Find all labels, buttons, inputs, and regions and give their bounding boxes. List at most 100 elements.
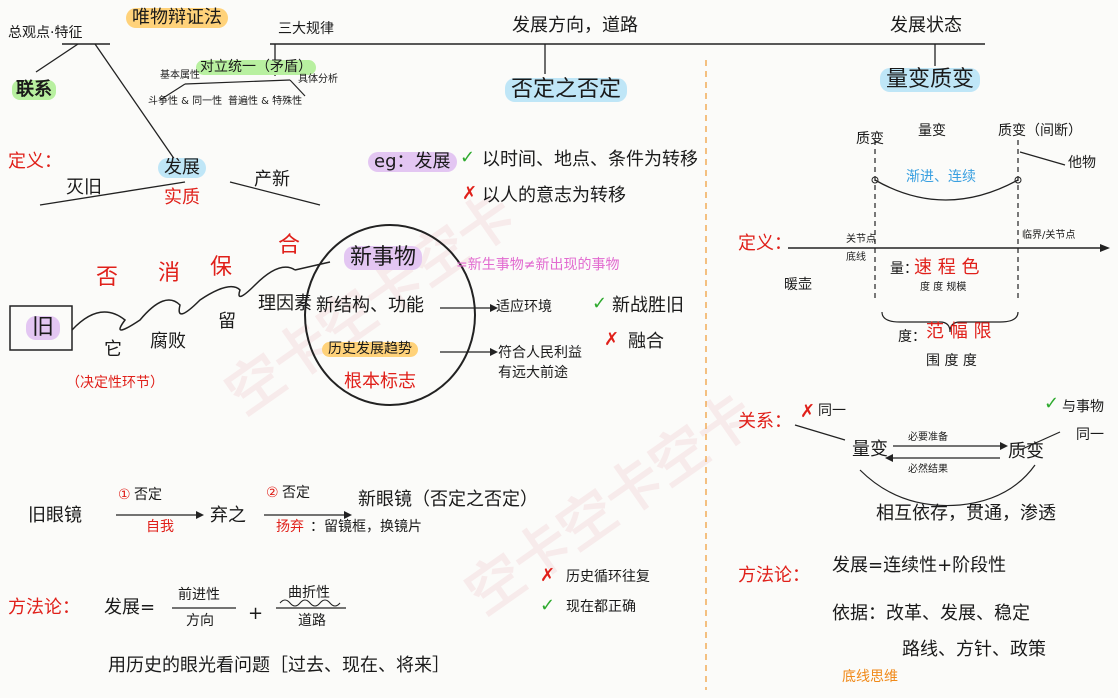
plus-sign: + [248, 603, 264, 624]
method-label-right: 方法论： [738, 565, 810, 586]
page-title: 唯物辩证法 [126, 8, 228, 28]
xianghu-label: 相互依存，贯通，渗透 [876, 503, 1056, 524]
below-label-1: 它 [104, 339, 122, 360]
yiju-label: 依据：改革、发展、稳定 [832, 603, 1030, 624]
jianjin-label: 渐进、连续 [906, 169, 976, 185]
frac1-top: 前进性 [178, 587, 220, 603]
zhibian-3: 质变 [1008, 441, 1044, 462]
history-label: 历史发展趋势 [322, 341, 418, 358]
dingyi-right: 定义： [738, 233, 792, 254]
liang-label: 量： [890, 261, 918, 277]
step1-under: 自我 [146, 519, 174, 535]
step1-circle: ① [118, 487, 131, 503]
below-label-1-note: （决定性环节） [66, 375, 164, 391]
duili-label: 对立统一（矛盾） [196, 59, 316, 76]
left-label: 总观点·特征 [8, 25, 83, 41]
duili-small-4: 具体分析 [298, 74, 338, 85]
root-label: 根本标志 [344, 371, 416, 392]
frac2-top: 曲折性 [288, 585, 330, 601]
check-text-3: 现在都正确 [566, 599, 636, 615]
three-laws-label: 三大规律 [278, 21, 334, 37]
frac2-bot: 道路 [298, 613, 326, 629]
abandon-label: 弃之 [210, 505, 246, 526]
du-red: 范 幅 限 [926, 321, 992, 342]
zhibian-1: 质变 [856, 131, 884, 147]
step2-under: 扬弃 [276, 519, 304, 535]
fazhan-label: 发展 [158, 158, 206, 178]
step1-label: 否定 [134, 487, 162, 503]
glasses-new: 新眼镜（否定之否定） [358, 489, 538, 510]
du-label: 度： [898, 329, 926, 345]
jiu-label: 灭旧 [66, 177, 102, 198]
guanjiandian-label: 关节点 [846, 234, 876, 245]
old-box-label: 旧 [26, 315, 61, 341]
liangbian-2: 量变 [918, 123, 946, 139]
check-mark-1: ✓ [460, 147, 476, 168]
du-sub: 围 度 度 [926, 353, 977, 369]
below-label-3: 留 [218, 311, 236, 332]
fouding-label: 否定之否定 [505, 77, 628, 103]
state-label: 发展状态 [890, 15, 962, 36]
tongyi-2: 同一 [1076, 427, 1104, 443]
check-text-4: 与事物 [1062, 399, 1104, 415]
guanxi-label: 关系： [738, 411, 792, 432]
cross-text-3: 历史循环往复 [566, 569, 650, 585]
duili-small-2: 斗争性 & 同一性 [148, 96, 223, 107]
method-eq: 发展=连续性+阶段性 [832, 555, 1007, 576]
cross-mark-2: ✗ [604, 329, 620, 350]
arrow-2b-label: 有远大前途 [498, 365, 568, 381]
liang-red: 速 程 色 [914, 257, 980, 278]
below-label-2: 腐败 [150, 331, 186, 352]
zhibian-2: 质变（间断） [998, 123, 1082, 139]
dev-eq-label: 发展= [104, 597, 156, 618]
cross-text-2: 融合 [628, 331, 664, 352]
liang-sub: 度 度 规模 [920, 282, 967, 293]
other-thing: 他物 [1068, 155, 1096, 171]
linjie-label: 临界/关节点 [1022, 230, 1076, 241]
check-mark-3: ✓ [540, 595, 556, 616]
cross-mark-4: ✗ [800, 401, 816, 422]
dingyi-label: 定义： [8, 151, 62, 172]
jieguo-label: 必然结果 [908, 464, 948, 475]
history-view: 用历史的眼光看问题［过去、现在、将来］ [108, 655, 450, 676]
zhunbei-label: 必要准备 [908, 432, 948, 443]
check-text-1: 以时间、地点、条件为转移 [482, 149, 698, 170]
method-label-left: 方法论： [8, 597, 80, 618]
glasses-old: 旧眼镜 [28, 505, 82, 526]
duili-small-1: 基本属性 [160, 70, 200, 81]
direction-label: 发展方向，道路 [512, 15, 638, 36]
new-thing-label: 新事物 [344, 245, 423, 271]
cross-text-1: 以人的意志为转移 [482, 185, 626, 206]
heater-label: 暖壶 [784, 277, 812, 293]
wave-label-4: 合 [278, 233, 301, 258]
cross-mark-1: ✗ [462, 183, 478, 204]
bottom-note: 底线思维 [842, 669, 898, 685]
step2-circle: ② [266, 485, 279, 501]
new-struct-label: 新结构、功能 [316, 295, 424, 316]
check-mark-4: ✓ [1044, 393, 1060, 414]
cross-mark-3: ✗ [540, 565, 556, 586]
liangbian-3: 量变 [852, 439, 888, 460]
step2-after: ：留镜框，换镜片 [310, 519, 422, 535]
wave-label-3: 保 [210, 255, 233, 280]
lianxi-label: 联系 [12, 80, 56, 100]
check-mark-2: ✓ [592, 293, 608, 314]
below-label-4: 理因素 [258, 293, 312, 314]
liangbian-title: 量变质变 [880, 67, 981, 93]
wave-label-1: 否 [96, 265, 119, 290]
pink-note: =新生事物≠新出现的事物 [456, 257, 620, 273]
tongyi-cross: 同一 [818, 403, 846, 419]
arrow-2a-label: 符合人民利益 [498, 345, 582, 361]
yiju-label-2: 路线、方针、政策 [902, 639, 1046, 660]
frac1-bot: 方向 [186, 613, 214, 629]
eg-label: eg：发展 [368, 152, 457, 172]
xin-label: 产新 [254, 169, 290, 190]
check-text-2: 新战胜旧 [612, 295, 684, 316]
dixian-label: 底线 [846, 252, 866, 263]
arrow-1-label: 适应环境 [496, 299, 552, 315]
duili-small-3: 普遍性 & 特殊性 [228, 96, 303, 107]
wave-label-2: 消 [158, 261, 181, 286]
step2-label: 否定 [282, 485, 310, 501]
shizhi-label: 实质 [164, 187, 200, 208]
